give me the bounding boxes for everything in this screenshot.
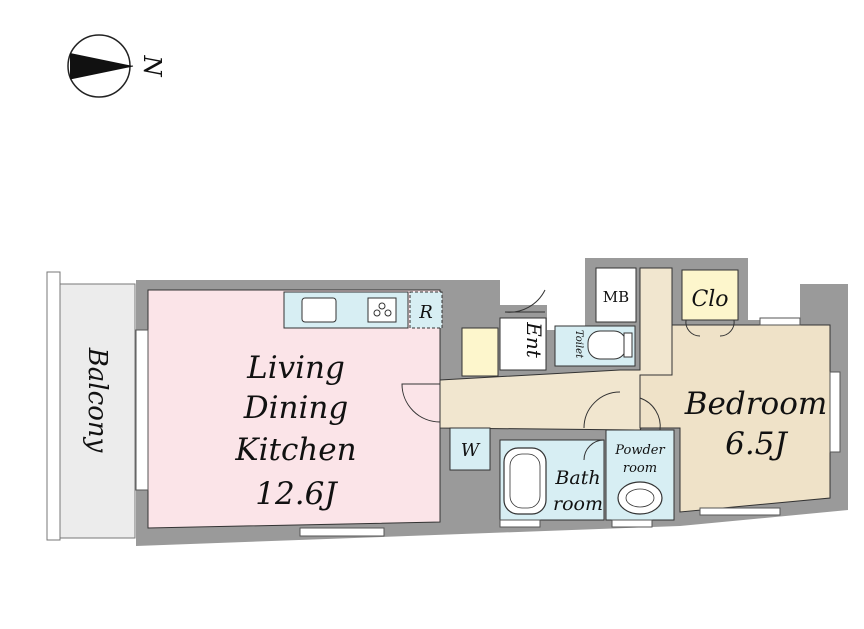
meter-box-area	[595, 267, 637, 323]
entrance-door-swing	[504, 289, 546, 313]
burner-icon	[378, 302, 386, 310]
bedroom-label-line1: Bedroom	[684, 386, 828, 422]
toilet-tank-icon	[623, 332, 633, 358]
toilet-icon	[587, 330, 627, 360]
burner-icon	[384, 309, 392, 317]
balcony: Balcony	[46, 271, 136, 541]
washbasin-bowl-icon	[625, 488, 655, 508]
sink-icon	[301, 297, 337, 323]
ldk-door-swing	[401, 383, 441, 423]
compass-north-label: N	[138, 55, 166, 78]
doors	[401, 289, 735, 461]
bedroom-door-swing	[639, 397, 661, 431]
bedroom-label-line2: 6.5J	[725, 426, 788, 462]
windows	[135, 317, 841, 537]
entrance-label: Ent	[522, 321, 546, 358]
bath-label-line1: Bath	[554, 467, 600, 489]
closet-floor	[681, 269, 739, 321]
compass-needle-dark	[70, 53, 133, 79]
stove-icon	[367, 297, 397, 323]
refrigerator-label: R	[418, 302, 433, 323]
shoe-closet	[461, 327, 499, 377]
corridor-door-swing	[583, 391, 621, 429]
powder-label-line1: Powder	[614, 443, 665, 458]
powder-label-line2: room	[623, 461, 657, 476]
compass: N	[67, 34, 166, 98]
room-floors	[147, 267, 831, 529]
closet-label: Clo	[691, 287, 728, 312]
window-bedroom-north	[759, 317, 801, 326]
window-bedroom-east	[829, 371, 841, 453]
balcony-label: Balcony	[82, 347, 112, 453]
bathtub-inner-icon	[509, 453, 541, 509]
ldk-label-line4: 12.6J	[255, 476, 338, 512]
room-labels: Living Dining Kitchen 12.6J Bedroom 6.5J…	[234, 287, 827, 515]
window-bath	[499, 519, 541, 528]
window-ldk-west	[135, 329, 149, 491]
ldk-label-line3: Kitchen	[234, 432, 356, 468]
ldk-label-line1: Living	[246, 350, 345, 386]
washer-area	[449, 427, 491, 471]
kitchen-counter: R	[283, 291, 443, 329]
toilet-label: Toilet	[573, 330, 584, 359]
entrance-floor	[499, 317, 547, 371]
bath-label-line2: room	[553, 493, 603, 515]
washbasin-icon	[617, 481, 663, 515]
window-powder	[611, 519, 653, 528]
bath-door-swing	[583, 439, 605, 461]
window-ldk-south	[299, 527, 385, 537]
corridor-floor	[439, 267, 673, 431]
meter-box-label: MB	[603, 288, 629, 306]
balcony-floor	[46, 283, 136, 539]
ldk-label-line2: Dining	[243, 390, 348, 426]
fixtures	[503, 330, 663, 515]
compass-needle-light	[69, 65, 134, 80]
refrigerator-space	[409, 291, 443, 329]
window-bedroom-south	[699, 507, 781, 516]
burner-icon	[373, 309, 381, 317]
closet-door-swing	[685, 319, 735, 337]
balcony-railing	[46, 271, 61, 541]
washer-label: W	[461, 440, 481, 461]
bathtub-icon	[503, 447, 547, 515]
